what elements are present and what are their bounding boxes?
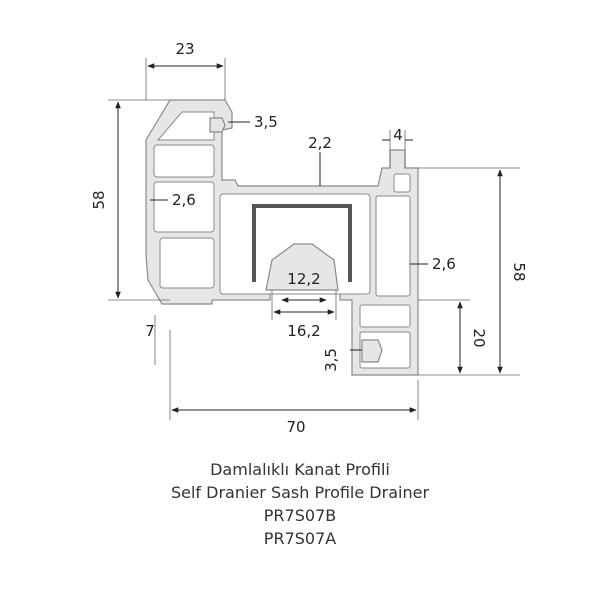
sash-profile — [145, 99, 419, 376]
caption-line-4: PR7S07A — [263, 529, 337, 548]
caption-line-1: Damlalıklı Kanat Profili — [210, 460, 390, 479]
caption-line-2: Self Dranier Sash Profile Drainer — [170, 483, 430, 502]
dim-gap: 4 — [393, 126, 403, 144]
dim-wall-left: 2,6 — [172, 191, 196, 209]
channel-tooth — [265, 243, 339, 291]
caption-line-3: PR7S07B — [263, 506, 337, 525]
dim-height-right: 58 — [510, 262, 528, 281]
dim-drain-height: 20 — [470, 328, 488, 347]
dim-bottom-lip: 3,5 — [322, 348, 340, 372]
dim-total-width: 70 — [286, 418, 305, 436]
dimension-lines — [115, 63, 503, 413]
dim-top-width: 23 — [175, 40, 194, 58]
caption: Damlalıklı Kanat Profili Self Dranier Sa… — [0, 458, 600, 550]
extension-lines — [108, 58, 520, 420]
dim-wall-right: 2,6 — [432, 255, 456, 273]
dim-offset: 7 — [145, 322, 155, 340]
profile-cross-section-drawing: 23 3,5 2,2 4 58 2,6 2,6 12,2 16,2 58 20 … — [90, 40, 528, 436]
steel-reinforcement — [252, 204, 352, 282]
dim-inner-channel: 12,2 — [287, 270, 320, 288]
dim-height-left: 58 — [90, 190, 108, 209]
dim-lip: 3,5 — [254, 113, 278, 131]
dim-outer-channel: 16,2 — [287, 322, 320, 340]
dim-wall-top: 2,2 — [308, 134, 332, 152]
